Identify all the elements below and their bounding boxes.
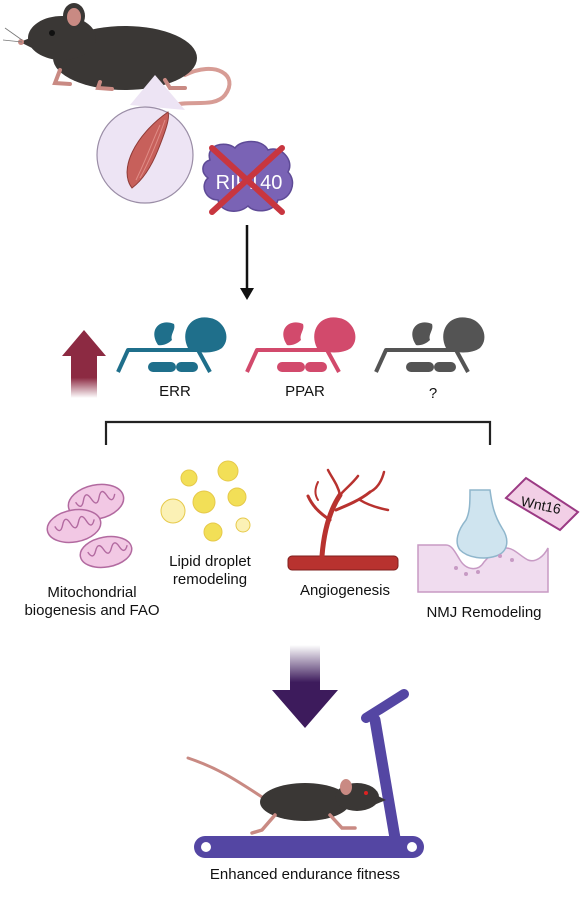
process-label-nmj: NMJ Remodeling [426,604,542,621]
receptor-label-unknown: ? [428,385,438,402]
receptor-label-err: ERR [159,383,191,400]
running-mouse-icon [186,756,386,835]
arrow-down-icon [240,225,254,300]
nmj-icon [417,489,549,593]
lipid-droplets-icon [160,460,251,542]
receptor-unknown-icon [374,312,485,373]
wnt16-tag-icon [504,476,580,532]
blood-vessel-icon [287,468,399,571]
large-down-arrow-icon [272,645,338,728]
bracket-connector [104,420,492,445]
process-label-angiogenesis: Angiogenesis [299,582,391,599]
receptor-label-ppar: PPAR [285,383,325,400]
receptor-ppar-icon [245,312,356,373]
process-label-mitochondria-line2: biogenesis and FAO [24,602,160,619]
process-label-lipid: Lipid droplet remodeling [150,553,270,589]
process-label-mitochondria-line1: Mitochondrial [47,584,137,601]
upregulation-arrow-icon [62,330,106,398]
process-label-lipid-line2: remodeling [172,571,248,588]
receptor-err-icon [116,312,227,373]
outcome-label: Enhanced endurance fitness [209,866,401,883]
muscle-zoom-bubble [96,75,194,204]
treadmill-icon [194,689,424,858]
knockout-cross-icon [209,145,285,215]
mouse-top-illustration [2,3,232,107]
process-label-lipid-line1: Lipid droplet [169,553,251,570]
process-label-mitochondria: Mitochondrial biogenesis and FAO [12,584,172,620]
mitochondria-icon [46,483,133,569]
